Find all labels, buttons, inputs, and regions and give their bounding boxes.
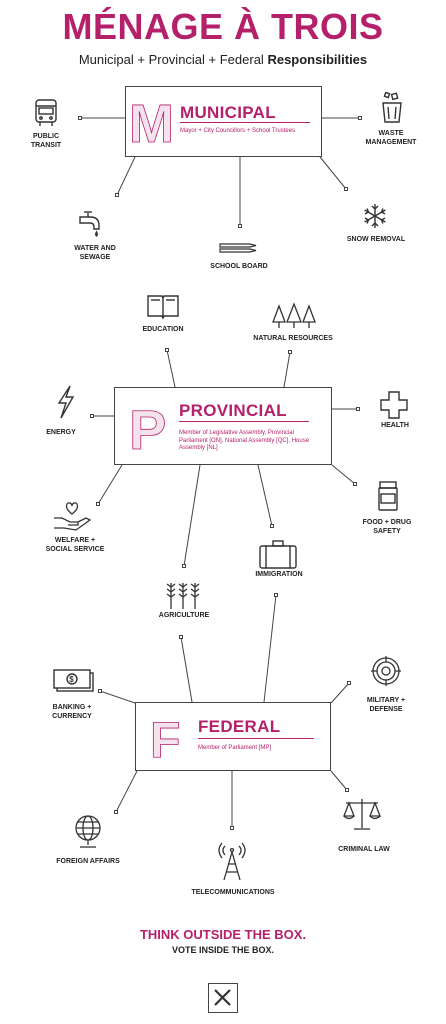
- connector-node: [238, 224, 242, 228]
- responsibility-label: FOOD + DRUG SAFETY: [362, 519, 412, 535]
- federal-box: F FEDERAL Member of Parliament [MP]: [135, 702, 331, 771]
- provincial-members: Member of Legislative Assembly, Provinci…: [179, 430, 310, 451]
- provincial-title: PROVINCIAL: [179, 401, 287, 420]
- lightning-icon: [56, 385, 76, 419]
- provincial-rule: [179, 421, 309, 422]
- responsibility-label: ENERGY: [46, 429, 76, 436]
- trees-icon: [271, 302, 317, 330]
- connector-node: [179, 635, 183, 639]
- target-icon: [371, 656, 401, 686]
- wheat-icon: [163, 579, 203, 611]
- responsibility-label: SCHOOL BOARD: [210, 263, 268, 270]
- antenna-icon: [216, 842, 248, 882]
- svg-text:M: M: [129, 96, 174, 146]
- federal-title: FEDERAL: [198, 717, 281, 736]
- responsibility-label: PUBLIC TRANSIT: [30, 133, 62, 149]
- responsibility-label: TELECOMMUNICATIONS: [191, 889, 275, 896]
- federal-rule: [198, 738, 314, 739]
- responsibility-label: AGRICULTURE: [158, 612, 210, 619]
- ballot-box-icon: X: [208, 983, 238, 1013]
- connector-node: [344, 187, 348, 191]
- municipal-rule: [180, 122, 310, 123]
- svg-text:P: P: [129, 399, 166, 453]
- federal-members: Member of Parliament [MP]: [198, 745, 272, 751]
- connector-node: [358, 116, 362, 120]
- responsibility-label: EDUCATION: [142, 326, 184, 333]
- subtitle-bold: Responsibilities: [267, 52, 368, 67]
- connector-node: [114, 810, 118, 814]
- municipal-members: Mayor + City Councillors + School Truste…: [180, 128, 296, 134]
- tagline-secondary: VOTE INSIDE THE BOX.: [171, 945, 274, 955]
- federal-letter-logo: F: [150, 713, 181, 761]
- svg-text:$: $: [69, 675, 74, 684]
- connector-node: [270, 524, 274, 528]
- responsibility-label: FOREIGN AFFAIRS: [56, 858, 120, 865]
- connector-node: [353, 482, 357, 486]
- snowflake-icon: [361, 202, 389, 230]
- connector-node: [230, 826, 234, 830]
- connector-node: [96, 502, 100, 506]
- responsibility-label: SNOW REMOVAL: [346, 236, 406, 243]
- book-icon: [145, 292, 181, 320]
- connector-node: [356, 407, 360, 411]
- responsibility-label: MILITARY + DEFENSE: [366, 697, 406, 713]
- responsibility-label: WELFARE + SOCIAL SERVICE: [45, 537, 105, 553]
- suitcase-icon: [258, 538, 298, 570]
- responsibility-label: NATURAL RESOURCES: [253, 335, 333, 342]
- cross-icon: [379, 390, 409, 420]
- page-subtitle: Municipal + Provincial + Federal Respons…: [0, 52, 446, 67]
- municipal-title: MUNICIPAL: [180, 103, 276, 122]
- connector-node: [288, 350, 292, 354]
- provincial-box: P PROVINCIAL Member of Legislative Assem…: [114, 387, 332, 465]
- responsibility-label: WASTE MANAGEMENT: [365, 130, 417, 146]
- connector-node: [345, 788, 349, 792]
- municipal-letter-logo: M: [129, 96, 174, 146]
- responsibility-label: BANKING + CURRENCY: [52, 704, 92, 720]
- connector-node: [182, 564, 186, 568]
- connector-node: [165, 348, 169, 352]
- banknote-icon: $: [52, 668, 96, 694]
- globe-icon: [72, 814, 104, 850]
- responsibility-label: CRIMINAL LAW: [338, 846, 390, 853]
- connector-node: [274, 593, 278, 597]
- municipal-box: M MUNICIPAL Mayor + City Councillors + S…: [125, 86, 322, 157]
- svg-text:F: F: [150, 713, 181, 761]
- connector-node: [98, 689, 102, 693]
- responsibility-label: HEALTH: [381, 422, 409, 429]
- responsibility-label: WATER AND SEWAGE: [74, 245, 116, 261]
- water-tap-icon: [78, 209, 106, 237]
- scales-icon: [342, 796, 382, 832]
- ballot-x-mark: [214, 989, 231, 1006]
- connector-node: [78, 116, 82, 120]
- tagline-primary: THINK OUTSIDE THE BOX.: [139, 927, 307, 942]
- trash-bin-icon: [380, 92, 404, 124]
- connector-node: [90, 414, 94, 418]
- provincial-letter-logo: P: [129, 399, 167, 453]
- connector-node: [115, 193, 119, 197]
- responsibility-label: IMMIGRATION: [255, 571, 303, 578]
- pencil-icon: [218, 240, 258, 254]
- subtitle-plain: Municipal + Provincial + Federal: [78, 52, 264, 67]
- pill-bottle-icon: [377, 480, 399, 512]
- hand-heart-icon: [52, 500, 92, 532]
- bus-icon: [33, 98, 59, 128]
- page-title: MÉNAGE À TROIS: [62, 6, 384, 47]
- connector-node: [347, 681, 351, 685]
